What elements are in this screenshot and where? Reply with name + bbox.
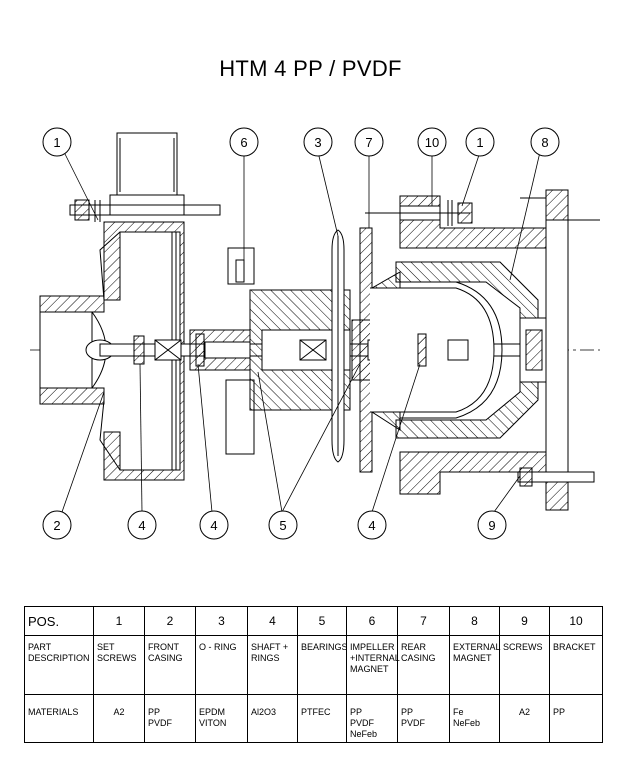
material-cell: EPDM VITON — [195, 694, 248, 743]
balloon-label: 4 — [210, 518, 217, 533]
external-magnet — [395, 261, 539, 439]
balloon-label: 4 — [138, 518, 145, 533]
desc-cell: FRONT CASING — [144, 635, 196, 695]
material-cell: PP — [549, 694, 603, 743]
material-cell: PP PVDF NeFeb — [346, 694, 398, 743]
pos-cell: 6 — [346, 606, 398, 636]
balloon-label: 5 — [279, 518, 286, 533]
desc-cell: IMPELLER +INTERNAL MAGNET — [346, 635, 400, 695]
balloon-top-8: 8 — [530, 127, 560, 157]
material-cell: Al2O3 — [247, 694, 298, 743]
pos-cell: 1 — [93, 606, 145, 636]
desc-cell: O - RING — [195, 635, 248, 695]
desc-cell: BEARINGS — [297, 635, 348, 695]
desc-cell: SHAFT + RINGS — [247, 635, 298, 695]
balloon-bottom-4a: 4 — [127, 510, 157, 540]
pos-cell: 7 — [397, 606, 450, 636]
rear-casing-cup — [370, 287, 495, 413]
balloon-bottom-4c: 4 — [357, 510, 387, 540]
material-cell: Fe NeFeb — [449, 694, 500, 743]
pos-cell: 4 — [247, 606, 298, 636]
balloon-top-3: 3 — [303, 127, 333, 157]
balloon-label: 8 — [541, 135, 548, 150]
pos-cell: 10 — [549, 606, 603, 636]
bracket — [399, 195, 561, 249]
balloon-label: 9 — [488, 518, 495, 533]
desc-cell: BRACKET — [549, 635, 603, 695]
desc-cell: SCREWS — [499, 635, 550, 695]
balloon-label: 3 — [314, 135, 321, 150]
balloon-label: 10 — [425, 135, 439, 150]
table-row-positions: POS. 1 2 3 4 5 6 7 8 9 10 — [24, 606, 603, 636]
balloon-label: 4 — [368, 518, 375, 533]
material-cell: A2 — [499, 694, 550, 743]
material-cell: PTFEC — [297, 694, 347, 743]
pump-cross-section-drawing: 1 6 3 7 10 1 8 2 4 4 5 4 — [30, 127, 600, 540]
balloon-label: 2 — [53, 518, 60, 533]
table-row-materials: MATERIALS A2 PP PVDF EPDM VITON Al2O3 PT… — [24, 694, 603, 743]
balloon-top-1: 1 — [42, 127, 72, 157]
set-screw-top — [69, 204, 221, 216]
front-casing-top-flange — [116, 132, 178, 196]
balloon-top-6: 6 — [229, 127, 259, 157]
pos-cell: 2 — [144, 606, 196, 636]
desc-cell: EXTERNAL MAGNET — [449, 635, 501, 695]
material-cell: A2 — [93, 694, 145, 743]
balloon-label: 1 — [476, 135, 483, 150]
balloon-bottom-2: 2 — [42, 510, 72, 540]
pos-cell: 9 — [499, 606, 550, 636]
balloon-bottom-9: 9 — [477, 510, 507, 540]
desc-cell: REAR CASING — [397, 635, 450, 695]
bracket-screw — [517, 471, 595, 483]
desc-cell: SET SCREWS — [93, 635, 145, 695]
balloon-bottom-4b: 4 — [199, 510, 229, 540]
pos-label: POS. — [24, 606, 94, 636]
pos-cell: 8 — [449, 606, 500, 636]
material-cell: PP PVDF — [397, 694, 450, 743]
material-cell: PP PVDF — [144, 694, 196, 743]
balloon-top-1b: 1 — [465, 127, 495, 157]
balloon-label: 6 — [240, 135, 247, 150]
balloon-label: 7 — [365, 135, 372, 150]
pos-cell: 3 — [195, 606, 248, 636]
desc-label: PART DESCRIPTION — [24, 635, 94, 695]
table-row-descriptions: PART DESCRIPTION SET SCREWS FRONT CASING… — [24, 635, 603, 695]
right-flange — [545, 189, 569, 511]
balloon-label: 1 — [53, 135, 60, 150]
parts-table: POS. 1 2 3 4 5 6 7 8 9 10 PART DESCRIPTI… — [24, 606, 603, 743]
balloon-top-10: 10 — [417, 127, 447, 157]
set-screw-nut-right — [457, 202, 473, 224]
drawing-title: HTM 4 PP / PVDF — [219, 56, 402, 81]
balloon-bottom-5: 5 — [268, 510, 298, 540]
pos-cell: 5 — [297, 606, 347, 636]
balloon-top-7: 7 — [354, 127, 384, 157]
materials-label: MATERIALS — [24, 694, 94, 743]
